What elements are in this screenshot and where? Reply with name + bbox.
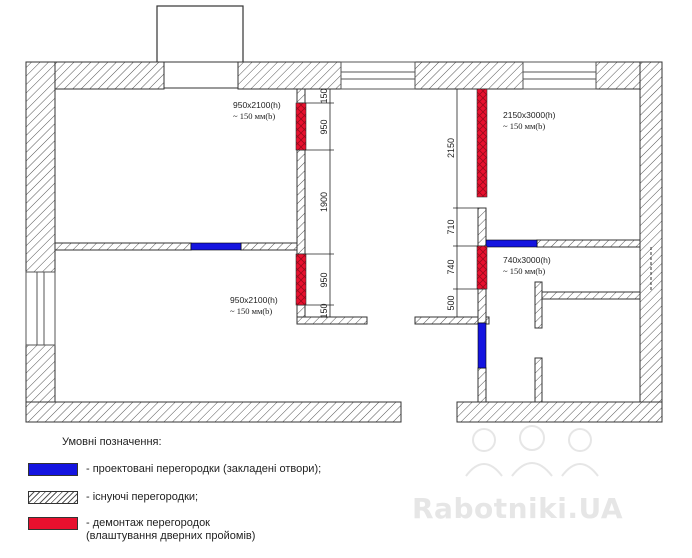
legend-swatch-blue <box>28 462 78 476</box>
balcony-door <box>162 61 240 89</box>
wall-bottom-1 <box>25 401 402 423</box>
legend-text-red-2: (влаштування дверних пройомів) <box>86 530 256 542</box>
opening-1-thickness: ~ 150 мм(b) <box>233 111 275 121</box>
window-top-2 <box>522 61 597 90</box>
opening-3-thickness: ~ 150 мм(b) <box>503 266 545 276</box>
opening-2-size: 2150x3000(h) <box>503 110 556 120</box>
wall-right <box>639 61 663 423</box>
watermark-text: Rabotniki.UA <box>412 492 624 525</box>
dim-right-740: 740 <box>446 259 456 274</box>
opening-1-size: 950x2100(h) <box>233 100 281 110</box>
opening-4-thickness: ~ 150 мм(b) <box>230 306 272 316</box>
legend-swatch-red <box>28 517 78 530</box>
wall-bottom-2 <box>456 401 663 423</box>
balcony <box>156 5 244 65</box>
wall-top-2 <box>237 61 342 90</box>
demolition-4 <box>476 245 488 290</box>
dimension-chain-right <box>453 89 478 317</box>
dim-left-950-bottom: 950 <box>319 272 329 287</box>
demolition-1 <box>295 102 307 151</box>
opening-2-thickness: ~ 150 мм(b) <box>503 121 545 131</box>
legend-item-existing-partitions: - існуючі перегородки; <box>28 489 198 505</box>
wall-left-1 <box>25 61 56 273</box>
legend-swatch-hatch <box>28 490 78 504</box>
partition-vert-1-top <box>296 88 306 104</box>
new-partition-1 <box>190 242 242 251</box>
partition-stub-right <box>414 316 490 325</box>
new-partition-2 <box>485 239 538 248</box>
partition-vert-2-c <box>477 367 487 403</box>
new-partition-3 <box>477 322 487 369</box>
dim-left-950-top: 950 <box>319 119 329 134</box>
partition-bath-top <box>539 291 641 300</box>
partition-vert-2-a <box>477 207 487 247</box>
dim-left-150-bottom: 150 <box>319 303 329 318</box>
legend-text-blue: - проектовані перегородки (закладені отв… <box>86 462 322 475</box>
partition-left-horizontal <box>54 242 192 251</box>
partition-left-horizontal-2 <box>240 242 299 251</box>
partition-right-horizontal <box>536 239 641 248</box>
dim-right-710: 710 <box>446 219 456 234</box>
opening-3-size: 740x3000(h) <box>503 255 551 265</box>
legend-item-demolition: - демонтаж перегородок (влаштування двер… <box>28 517 255 542</box>
legend-item-new-partitions: - проектовані перегородки (закладені отв… <box>28 461 321 477</box>
legend-text-hatch: - існуючі перегородки; <box>86 490 199 503</box>
dim-right-500: 500 <box>446 295 456 310</box>
partition-bath-vert-lower <box>534 357 543 403</box>
opening-4-size: 950x2100(h) <box>230 295 278 305</box>
dim-left-1900: 1900 <box>319 192 329 212</box>
partition-bath-vert-upper <box>534 281 543 329</box>
window-left <box>25 271 56 346</box>
demolition-2 <box>295 253 307 306</box>
wall-top-3 <box>414 61 524 90</box>
dim-left-150-top: 150 <box>319 88 329 103</box>
legend-title: Умовні позначення: <box>62 436 162 448</box>
demolition-3 <box>476 88 488 198</box>
watermark-logo <box>465 425 599 477</box>
dimension-chain-left <box>305 89 334 317</box>
dim-right-2150: 2150 <box>446 138 456 158</box>
partition-vert-2-b <box>477 288 487 324</box>
partition-vert-1-mid <box>296 149 306 255</box>
partition-stub-left <box>296 316 368 325</box>
window-top-1 <box>340 61 416 90</box>
legend-text-red: - демонтаж перегородок <box>86 517 210 529</box>
